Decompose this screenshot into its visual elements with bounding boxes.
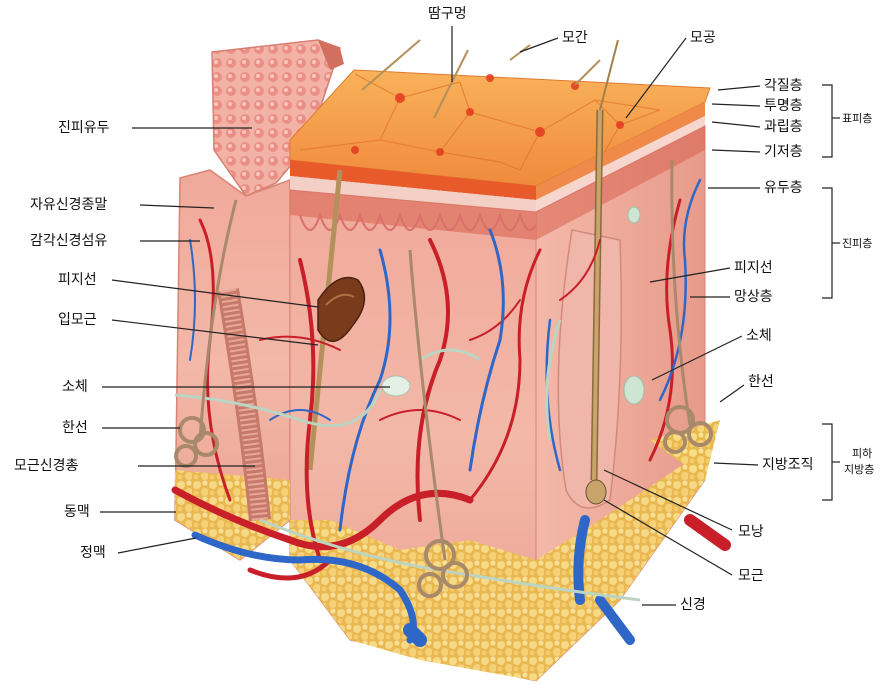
label-stratum-lucidum: 투명층 bbox=[764, 98, 803, 114]
label-hair-pore: 모공 bbox=[690, 30, 716, 46]
label-stratum-corneum: 각질층 bbox=[764, 78, 803, 94]
group-label-dermis: 진피층 bbox=[842, 236, 872, 252]
label-sweat-gland-left: 한선 bbox=[62, 420, 88, 436]
label-reticular-layer: 망상층 bbox=[734, 289, 773, 305]
label-sweat-gland-right: 한선 bbox=[748, 374, 774, 390]
label-papillary-layer: 유두층 bbox=[764, 180, 803, 196]
group-label-subcutaneous-2: 지방층 bbox=[844, 462, 874, 478]
label-hair-follicle: 모낭 bbox=[738, 524, 764, 540]
label-nerve: 신경 bbox=[680, 597, 706, 613]
label-corpuscle-right: 소체 bbox=[746, 328, 772, 344]
layer-brackets bbox=[822, 85, 840, 500]
label-adipose-tissue: 지방조직 bbox=[762, 457, 814, 473]
label-free-nerve-ending: 자유신경종말 bbox=[30, 197, 107, 213]
label-sweat-pore: 땀구멍 bbox=[428, 6, 467, 22]
label-sebaceous-gland-right: 피지선 bbox=[734, 260, 773, 276]
label-stratum-basale: 기저층 bbox=[764, 144, 803, 160]
label-arrector-pili: 입모근 bbox=[58, 312, 97, 328]
label-corpuscle-left: 소체 bbox=[62, 379, 88, 395]
label-artery: 동맥 bbox=[64, 504, 90, 520]
label-vein: 정맥 bbox=[80, 545, 106, 561]
label-stratum-granulosum: 과립층 bbox=[764, 119, 803, 135]
label-hair-shaft: 모간 bbox=[562, 30, 588, 46]
label-sensory-nerve-fiber: 감각신경섬유 bbox=[30, 233, 107, 249]
label-hair-root-plexus: 모근신경총 bbox=[14, 458, 78, 474]
group-label-subcutaneous-1: 피하 bbox=[852, 446, 872, 462]
label-hair-root: 모근 bbox=[738, 568, 764, 584]
label-sebaceous-gland-left: 피지선 bbox=[58, 272, 97, 288]
label-dermal-papillae: 진피유두 bbox=[58, 120, 110, 136]
group-label-epidermis: 표피층 bbox=[842, 111, 872, 127]
